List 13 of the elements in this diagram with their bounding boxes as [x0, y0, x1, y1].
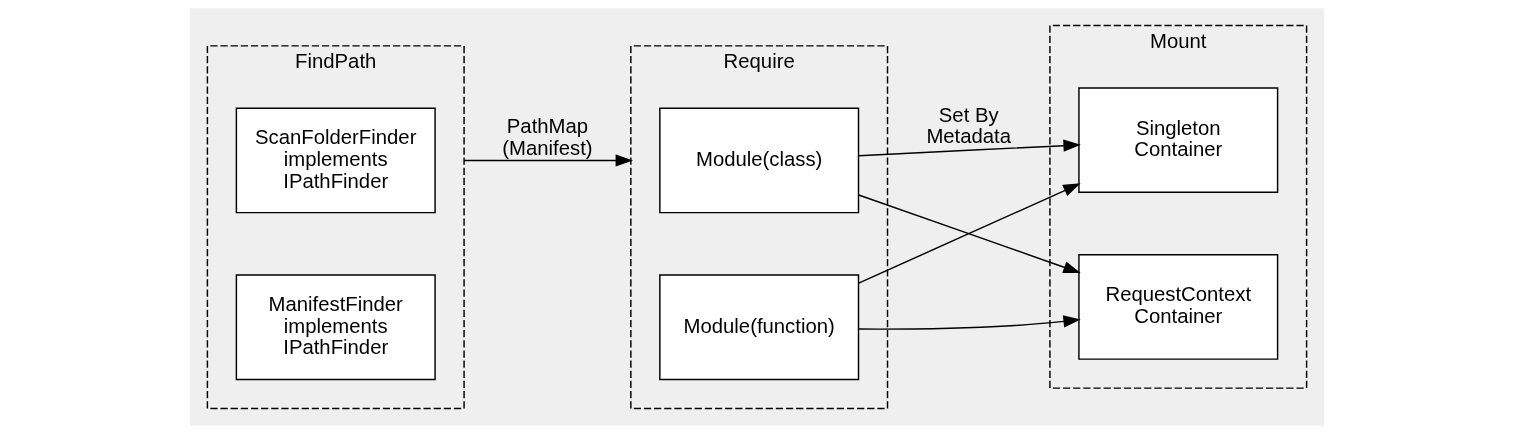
node-box: Module(function) [659, 274, 860, 381]
node-box: Module(class) [659, 107, 860, 214]
arrow [858, 183, 1081, 284]
arrow [858, 139, 1081, 157]
arrow [463, 154, 634, 167]
edge-label: PathMap (Manifest) [502, 115, 593, 159]
node-box: ScanFolderFinder implements IPathFinder [235, 107, 436, 214]
node-box: ManifestFinder implements IPathFinder [235, 274, 436, 381]
edge-label: Set By Metadata [926, 103, 1012, 148]
arrow [858, 194, 1081, 274]
node-box: Singleton Container [1078, 87, 1279, 194]
arrow [858, 315, 1081, 330]
node-box: RequestContext Container [1078, 253, 1279, 360]
